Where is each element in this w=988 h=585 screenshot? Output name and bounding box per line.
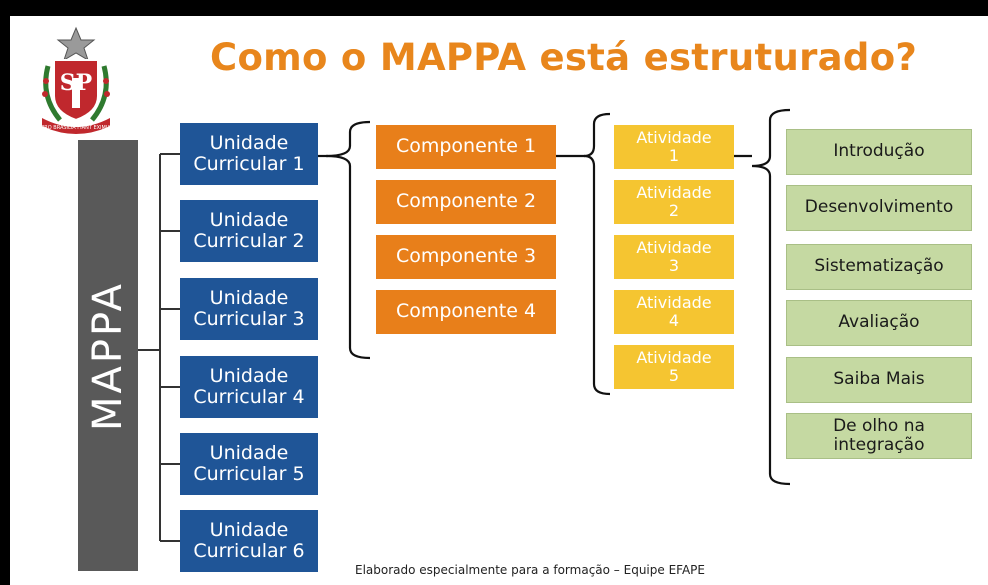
etapa-saiba-mais: Saiba Mais	[786, 357, 972, 403]
unidade-curricular-6: Unidade Curricular 6	[180, 510, 318, 572]
footer-credit: Elaborado especialmente para a formação …	[355, 563, 705, 577]
mappa-root-label: MAPPA	[85, 280, 132, 431]
atividade-line1: Atividade	[636, 238, 712, 258]
mappa-root-label-wrap: MAPPA	[78, 140, 138, 571]
componente-label: Componente 3	[395, 245, 537, 268]
etapa-line1: Avaliação	[838, 312, 920, 333]
componente-label: Componente 1	[395, 135, 537, 158]
componente-1: Componente 1	[376, 125, 556, 169]
atividade-2: Atividade 2	[614, 180, 734, 224]
etapa-line1: Desenvolvimento	[804, 197, 954, 218]
brace-atividades	[583, 112, 611, 396]
etapa-line1: De olho na	[833, 415, 925, 436]
etapa-de-olho-na-integracao: De olho na integração	[786, 413, 972, 459]
componente-3: Componente 3	[376, 235, 556, 279]
unidade-curricular-4: Unidade Curricular 4	[180, 356, 318, 418]
unidade-line2: Curricular 6	[193, 540, 305, 562]
unidade-line1: Unidade	[209, 441, 289, 464]
page-title: Como o MAPPA está estruturado?	[210, 36, 918, 79]
sp-coat-of-arms-logo: SP PRO BRASILIA FIANT EXIMIA	[41, 26, 111, 134]
etapa-line1: Sistematização	[814, 256, 944, 277]
componente-2: Componente 2	[376, 180, 556, 224]
unidade-line2: Curricular 2	[193, 230, 305, 252]
atividade-1: Atividade 1	[614, 125, 734, 169]
unidade-line1: Unidade	[209, 364, 289, 387]
unidade-line2: Curricular 1	[193, 153, 305, 175]
unidade-line2: Curricular 3	[193, 308, 305, 330]
etapa-desenvolvimento: Desenvolvimento	[786, 185, 972, 231]
atividade-5: Atividade 5	[614, 345, 734, 389]
componente-label: Componente 2	[395, 190, 537, 213]
atividade-line1: Atividade	[636, 293, 712, 313]
componente-4: Componente 4	[376, 290, 556, 334]
etapa-sistematizacao: Sistematização	[786, 244, 972, 290]
logo-motto: PRO BRASILIA FIANT EXIMIA	[41, 125, 111, 131]
star-icon	[56, 26, 96, 62]
etapa-line2: integração	[833, 435, 925, 455]
connectors	[138, 108, 791, 542]
slide: SP PRO BRASILIA FIANT EXIMIA Como o MAPP…	[10, 16, 988, 585]
atividade-line2: 5	[668, 366, 680, 385]
unidade-line1: Unidade	[209, 286, 289, 309]
atividade-line1: Atividade	[636, 183, 712, 203]
brace-componentes	[325, 120, 371, 360]
unidade-line1: Unidade	[209, 208, 289, 231]
logo-monogram: SP	[60, 70, 92, 96]
atividade-4: Atividade 4	[614, 290, 734, 334]
mappa-root-bar	[78, 140, 138, 571]
etapa-introducao: Introdução	[786, 129, 972, 175]
etapa-line1: Saiba Mais	[833, 369, 925, 390]
motto-ribbon	[42, 118, 110, 134]
unidade-curricular-2: Unidade Curricular 2	[180, 200, 318, 262]
brace-etapas	[751, 108, 791, 486]
atividade-line1: Atividade	[636, 128, 712, 148]
atividade-line2: 2	[668, 201, 680, 220]
unidade-curricular-1: Unidade Curricular 1	[180, 123, 318, 185]
unidade-line2: Curricular 5	[193, 463, 305, 485]
etapa-line1: Introdução	[833, 141, 925, 162]
etapa-avaliacao: Avaliação	[786, 300, 972, 346]
unidade-line1: Unidade	[209, 518, 289, 541]
atividade-line2: 4	[668, 311, 680, 330]
atividade-line1: Atividade	[636, 348, 712, 368]
componente-label: Componente 4	[395, 300, 537, 323]
atividade-line2: 3	[668, 256, 680, 275]
unidade-line2: Curricular 4	[193, 386, 305, 408]
atividade-3: Atividade 3	[614, 235, 734, 279]
unidade-curricular-5: Unidade Curricular 5	[180, 433, 318, 495]
atividade-line2: 1	[668, 146, 680, 165]
unidade-curricular-3: Unidade Curricular 3	[180, 278, 318, 340]
unidade-line1: Unidade	[209, 131, 289, 154]
